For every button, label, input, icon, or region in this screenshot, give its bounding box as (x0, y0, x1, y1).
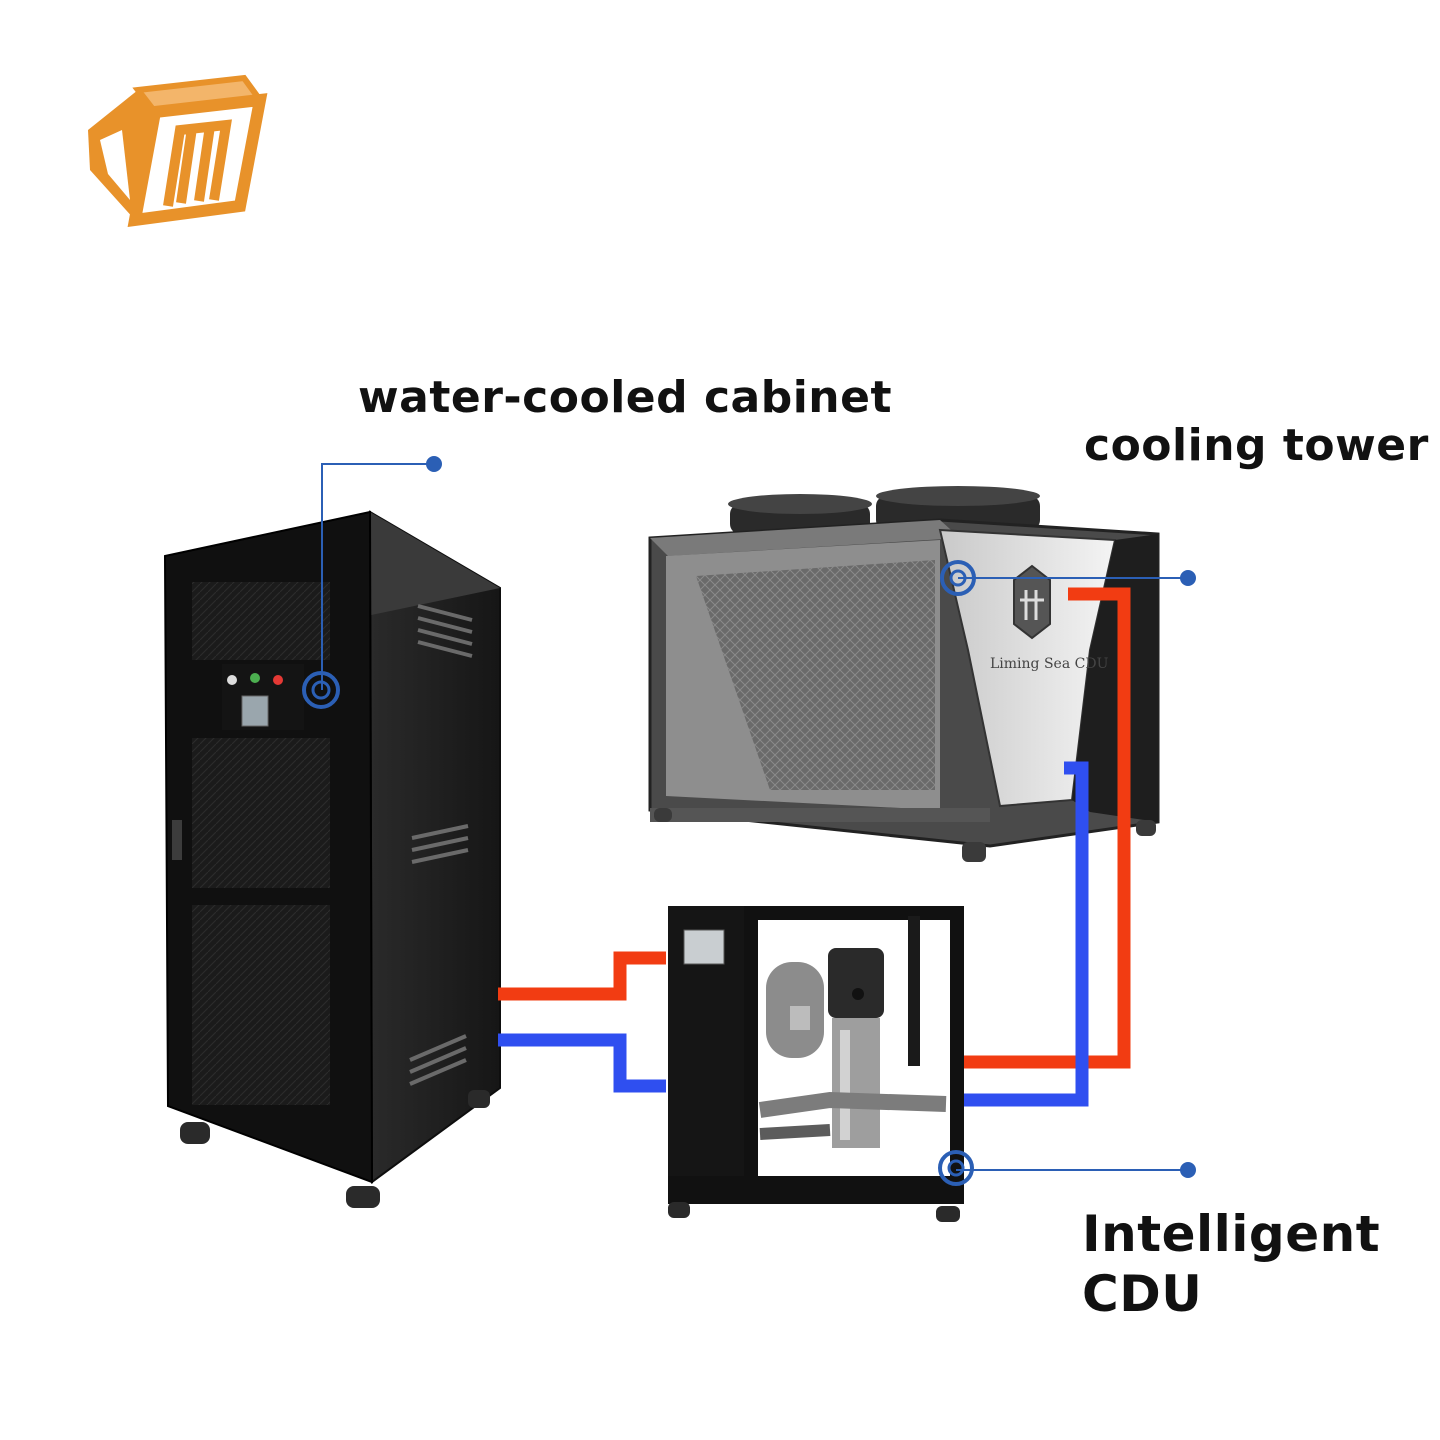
caster-wheels (654, 808, 1156, 862)
company-logo-icon (88, 74, 268, 228)
tower-nameplate-logo-icon (1013, 564, 1051, 640)
cdu-pump-motor (828, 948, 884, 1018)
cabinet-top-vent (192, 582, 330, 660)
cold-pipe-cabinet-cdu (498, 1033, 666, 1093)
callout-cabinet (302, 456, 442, 709)
callout-marker-icon (940, 560, 976, 596)
cabinet-lower-vent (192, 905, 330, 1105)
cabinet-mid-vent (192, 738, 330, 888)
cdu-control-screen (683, 929, 725, 965)
callout-marker-icon (302, 671, 340, 709)
indicator-light-icon (227, 675, 237, 685)
cdu-pump-body (832, 1018, 880, 1148)
water-cooled-cabinet (163, 510, 501, 1208)
label-water-cooled-cabinet: water-cooled cabinet (358, 372, 893, 423)
cold-pipe-cdu-tower (964, 761, 1089, 1107)
side-louvre-vents (409, 604, 473, 1086)
indicator-light-icon (273, 675, 283, 685)
coolant-pipes (498, 587, 1131, 1107)
cabinet-door-handle (172, 820, 182, 860)
tower-nameplate-text: Liming Sea CDU (990, 656, 1109, 672)
caster-wheels (668, 1202, 960, 1222)
callout-cdu (938, 1150, 1196, 1186)
cabinet-display-screen (241, 695, 269, 727)
callout-marker-icon (938, 1150, 974, 1186)
indicator-light-icon (250, 673, 260, 683)
intelligent-cdu (668, 906, 964, 1222)
caster-wheels (180, 1090, 490, 1208)
label-cdu-line-2: CDU (1082, 1265, 1203, 1323)
callout-tower (940, 560, 1196, 596)
hot-pipe-cdu-tower (964, 587, 1131, 1069)
label-cdu-line-1: Intelligent (1082, 1205, 1381, 1263)
label-cooling-tower: cooling tower (1084, 420, 1429, 471)
cooling-tower: Liming Sea CDU (648, 486, 1160, 862)
label-intelligent-cdu: Intelligent CDU (1082, 1204, 1380, 1324)
hot-pipe-cabinet-cdu (498, 951, 666, 1001)
